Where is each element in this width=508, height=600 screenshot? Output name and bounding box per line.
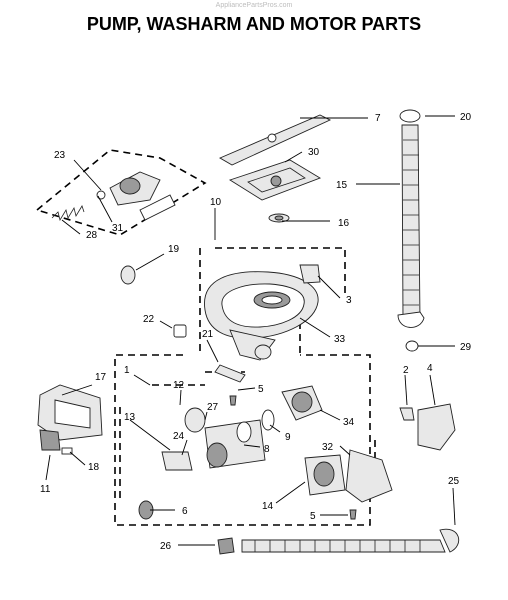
bracket-3-part — [299, 264, 321, 284]
page-title: PUMP, WASHARM AND MOTOR PARTS — [87, 14, 421, 34]
callout-29: 29 — [460, 342, 472, 353]
callout-23: 23 — [54, 150, 66, 161]
sump-assembly-part — [204, 271, 319, 361]
callout-22: 22 — [143, 314, 155, 325]
assembly-boxes — [36, 149, 376, 526]
callout-34: 34 — [343, 417, 355, 428]
spring-part — [51, 205, 85, 222]
bracket-4-part — [417, 403, 456, 451]
callout-10: 10 — [210, 197, 222, 208]
callout-19: 19 — [168, 244, 180, 255]
leader-lines — [45, 115, 456, 546]
callout-5-upper: 5 — [258, 384, 264, 395]
pump-32-part — [345, 449, 393, 503]
filter-22-part — [173, 324, 187, 338]
drain-hose-25-part — [241, 528, 460, 553]
callout-27: 27 — [207, 402, 219, 413]
callout-13: 13 — [124, 412, 136, 423]
callout-4: 4 — [427, 363, 433, 374]
callout-26: 26 — [160, 541, 172, 552]
callout-30: 30 — [308, 147, 320, 158]
wash-arm-part — [228, 159, 322, 201]
callout-20: 20 — [460, 112, 472, 123]
callout-3: 3 — [346, 295, 352, 306]
motor-34-part — [281, 385, 323, 421]
callout-5-lower: 5 — [310, 511, 316, 522]
watermark: AppliancePartsPros.com — [216, 2, 293, 9]
callout-14: 14 — [262, 501, 274, 512]
callout-21: 21 — [202, 329, 214, 340]
spray-arm-part — [219, 114, 332, 166]
callout-2: 2 — [403, 365, 409, 376]
o-ring-9-part — [261, 409, 275, 431]
callout-7: 7 — [375, 113, 381, 124]
diverter-assembly-part — [109, 171, 176, 221]
heater-housing-17-part — [37, 384, 103, 441]
clamp-20-part — [399, 109, 421, 123]
callout-11: 11 — [40, 484, 51, 495]
callout-numbers: 7 20 23 30 15 10 31 16 28 19 3 22 21 33 … — [40, 112, 472, 552]
callout-33: 33 — [334, 334, 346, 345]
motor-14-part — [304, 454, 346, 496]
bearing-ring-part — [268, 213, 290, 223]
callout-15: 15 — [336, 180, 348, 191]
clamp-26-part — [217, 537, 235, 555]
callout-25: 25 — [448, 476, 460, 487]
callout-31: 31 — [112, 223, 124, 234]
callout-1: 1 — [124, 365, 130, 376]
screw-5-part — [229, 395, 357, 520]
clamp-29-part — [405, 340, 419, 352]
callout-32: 32 — [322, 442, 334, 453]
callout-6: 6 — [182, 506, 188, 517]
bracket-21-part — [214, 364, 246, 383]
inlet-part — [120, 265, 136, 285]
callout-8: 8 — [264, 444, 270, 455]
callout-12: 12 — [173, 380, 185, 391]
callout-17: 17 — [95, 372, 107, 383]
hose-15-part — [397, 124, 425, 328]
callout-28: 28 — [86, 230, 98, 241]
callout-9: 9 — [285, 432, 291, 443]
callout-16: 16 — [338, 218, 350, 229]
callout-18: 18 — [88, 462, 100, 473]
sensor-11-part — [39, 429, 61, 451]
pump-assembly-part — [161, 407, 266, 471]
callout-24: 24 — [173, 431, 185, 442]
clip-31-part — [96, 190, 106, 200]
bracket-2-part — [399, 407, 415, 421]
wire-18-part — [61, 447, 73, 455]
